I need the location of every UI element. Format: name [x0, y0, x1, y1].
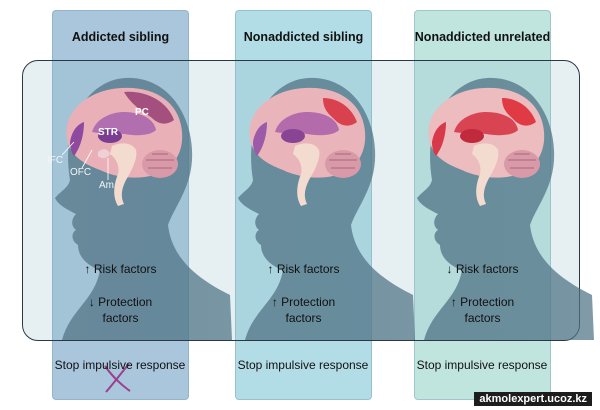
risk-factors-2: ↑ Risk factors [267, 262, 340, 276]
protection-factors-2: ↑ Protection factors [271, 295, 336, 325]
cross-out-mark [104, 363, 131, 393]
protection-arrow-up-icon: ↑ [271, 295, 278, 309]
risk-factors-1: ↑ Risk factors [84, 262, 157, 276]
risk-arrow-down-icon: ↓ [446, 262, 453, 276]
label-ofc: OFC [70, 167, 92, 178]
label-ifc: IFC [47, 155, 64, 166]
label-pc: PC [135, 107, 149, 118]
brain-label-leaders [61, 141, 109, 180]
column-title-nonaddicted-unrelated: Nonaddicted unrelated [414, 30, 551, 44]
label-str: STR [98, 127, 118, 138]
protection-arrow-down-icon: ↓ [88, 295, 95, 309]
risk-arrow-up-icon: ↑ [267, 262, 274, 276]
risk-arrow-up-icon: ↑ [84, 262, 91, 276]
protection-arrow-up-icon: ↑ [450, 295, 457, 309]
watermark: akmolexpert.ucoz.kz [474, 392, 592, 406]
outcome-label-1: Stop impulsive response [54, 358, 186, 372]
outcome-label-2: Stop impulsive response [237, 358, 369, 372]
brain-3 [428, 87, 545, 206]
protection-factors-1: ↓ Protection factors [88, 295, 153, 325]
label-am: Am [99, 180, 114, 191]
column-title-addicted-sibling: Addicted sibling [71, 30, 170, 44]
brain-1 [66, 87, 183, 206]
protection-factors-3: ↑ Protection factors [450, 295, 515, 325]
outcome-label-3: Stop impulsive response [416, 358, 548, 372]
column-title-nonaddicted-sibling: Nonaddicted sibling [243, 30, 364, 44]
brain-2 [249, 87, 366, 206]
risk-factors-3: ↓ Risk factors [446, 262, 519, 276]
